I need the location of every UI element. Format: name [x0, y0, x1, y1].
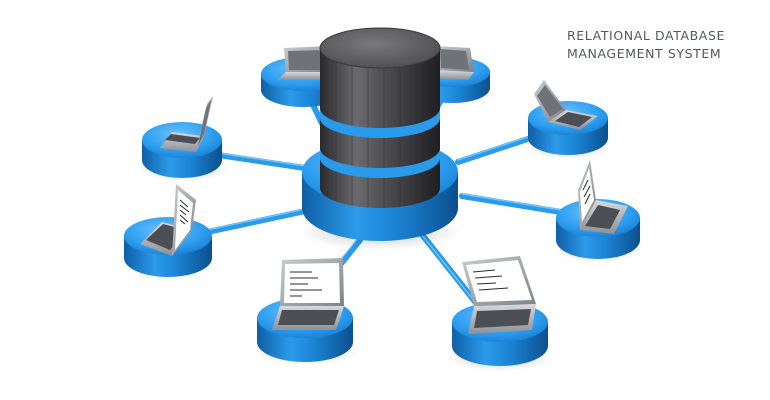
- laptop-icon: [462, 256, 536, 334]
- client-node: [554, 160, 642, 262]
- client-node: [139, 96, 227, 181]
- laptop-icon: [430, 46, 474, 80]
- diagram-title-line-2: MANAGEMENT SYSTEM: [567, 46, 722, 61]
- laptop-icon: [534, 80, 598, 130]
- client-node: [526, 80, 610, 159]
- laptop-icon: [160, 96, 213, 152]
- client-node: [448, 256, 552, 371]
- client-node: [254, 258, 358, 365]
- laptop-icon: [578, 160, 628, 234]
- database-icon: [319, 27, 441, 208]
- diagram-title-line-1: RELATIONAL DATABASE: [567, 28, 725, 43]
- diagram-title: RELATIONAL DATABASE MANAGEMENT SYSTEM: [567, 27, 763, 63]
- central-database-node: [298, 27, 462, 250]
- laptop-icon: [140, 184, 196, 256]
- laptop-icon: [272, 258, 344, 330]
- client-node: [122, 184, 214, 277]
